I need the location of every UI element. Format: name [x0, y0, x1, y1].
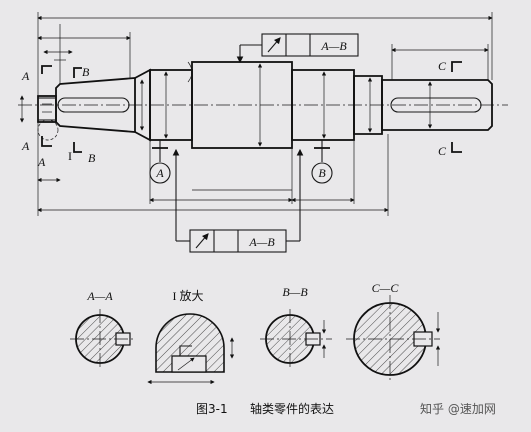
taper-keyway: [57, 97, 130, 113]
tolerance-datum-top: A—B: [320, 39, 347, 53]
datum-a-label: A: [155, 166, 164, 180]
cut-label-a-1: A: [21, 69, 30, 83]
shaft-step: [353, 75, 383, 135]
cut-label-c-1: C: [438, 59, 447, 73]
runout-arrow-icon: [195, 233, 209, 249]
tolerance-frame-top: A—B: [236, 33, 359, 64]
cut-mark-b-top: [73, 67, 82, 78]
cut-mark-b-bottom: [73, 142, 82, 153]
shaft-main-view: A B A A A B B I C C: [18, 12, 508, 216]
section-view-c-c: C—C: [346, 281, 441, 383]
tolerance-datum-bottom: A—B: [248, 235, 275, 249]
tolerance-frame-bottom: A—B: [172, 148, 304, 253]
view-label-c-c: C—C: [372, 281, 400, 295]
detail-view-i: I 放大: [147, 288, 235, 385]
detail-step: [179, 345, 192, 356]
section-view-a-a: A—A: [70, 289, 134, 369]
cut-label-c-2: C: [438, 144, 447, 158]
view-label-detail: I 放大: [173, 288, 204, 303]
cut-label-b-1: B: [82, 65, 90, 79]
view-label-b-b: B—B: [282, 285, 308, 299]
detail-circle: [37, 119, 59, 141]
cut-label-b-2: B: [88, 151, 96, 165]
datum-b-circle: [311, 162, 333, 184]
journal-keyway: [390, 97, 482, 113]
cut-mark-a-bottom: [41, 136, 52, 147]
cut-mark-c-top: [451, 61, 462, 72]
view-label-a-a: A—A: [86, 289, 113, 303]
watermark: 知乎 @速加网: [420, 402, 496, 416]
cut-label-a-2: A: [21, 139, 30, 153]
datum-a-circle: [149, 162, 171, 184]
figure-caption-text: 轴类零件的表达: [250, 401, 334, 416]
cut-mark-a-top: [41, 65, 52, 74]
runout-arrow-icon: [267, 37, 281, 53]
detail-mark-label: I: [68, 149, 72, 163]
cut-mark-c-bottom: [451, 142, 462, 153]
datum-b-label: B: [318, 166, 326, 180]
figure-caption-number: 图3-1: [196, 402, 228, 416]
cut-label-a-3: A: [37, 155, 46, 169]
break-line: [187, 61, 193, 83]
shaft-end-step: [37, 95, 57, 123]
detail-leader: [177, 357, 195, 371]
section-view-b-b: B—B: [260, 285, 332, 369]
end-hole: [37, 97, 57, 121]
detail-groove: [171, 355, 207, 373]
